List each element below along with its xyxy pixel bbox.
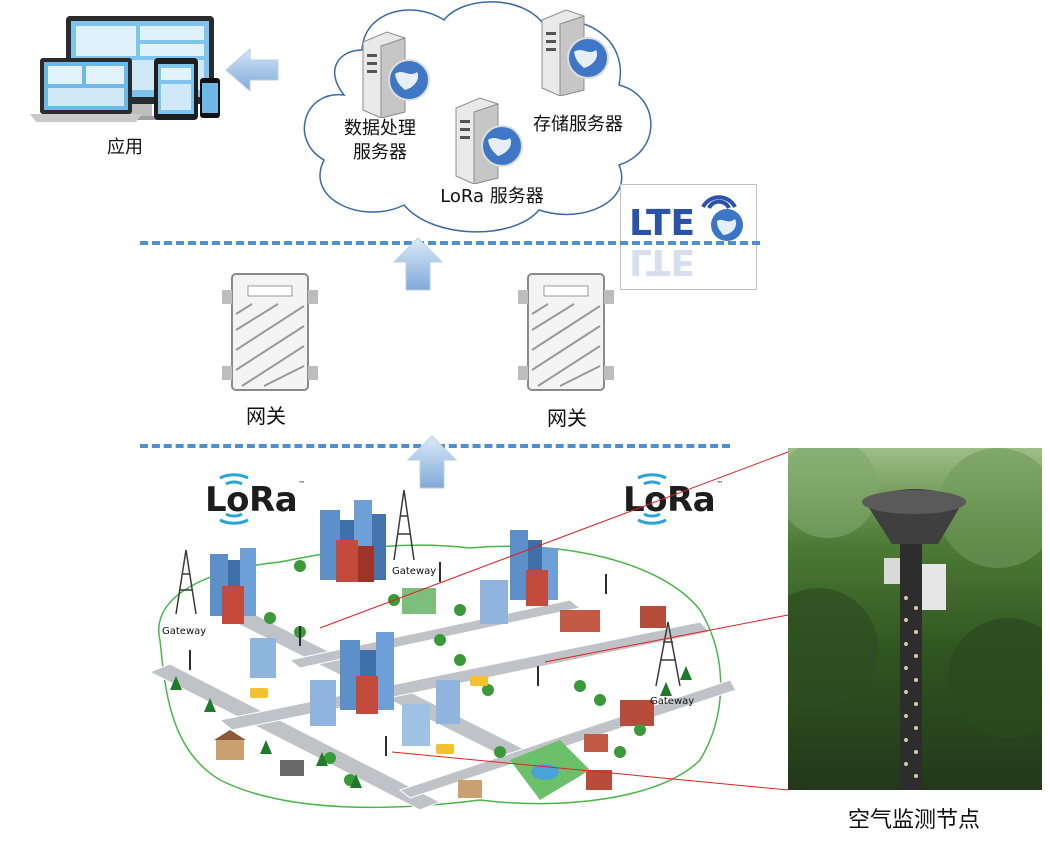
- server-storage-icon: [541, 9, 609, 96]
- gateway-box-left-icon: [222, 273, 318, 391]
- city-gateway-label-2: Gateway: [392, 566, 437, 577]
- data-processing-server-label-line1: 数据处理: [344, 118, 416, 139]
- devices-icon: [30, 16, 220, 122]
- up-arrow-cloud-icon: [392, 237, 444, 291]
- lora-right-text: LoRa: [623, 480, 716, 520]
- lte-text: LTE: [629, 203, 696, 244]
- lte-logo-box: LTE LTE: [620, 184, 757, 290]
- lte-globe-icon: [711, 209, 743, 241]
- city-gateway-label-3: Gateway: [650, 696, 695, 707]
- city-gateway-label-1: Gateway: [162, 626, 207, 637]
- lora-right-tm: ™: [716, 480, 723, 488]
- server-lora-icon: [455, 97, 523, 184]
- left-arrow-icon: [225, 47, 279, 93]
- air-node-pole-icon: [788, 448, 1042, 790]
- lora-left-tm: ™: [298, 480, 305, 488]
- lora-left-text: LoRa: [205, 480, 298, 520]
- data-processing-server-label-line2: 服务器: [353, 142, 407, 163]
- lora-right-logo: LoRa™: [623, 480, 723, 520]
- lora-left-logo: LoRa™: [205, 480, 305, 520]
- storage-server-label: 存储服务器: [533, 114, 623, 135]
- lora-server-label: LoRa 服务器: [440, 186, 544, 207]
- server-data-processing-icon: [362, 31, 430, 118]
- gateway-right-label: 网关: [547, 406, 587, 430]
- lte-signal-icon: [701, 195, 737, 210]
- cloud-layer-divider: [140, 241, 760, 245]
- gateway-left-label: 网关: [246, 404, 286, 428]
- lora-left-signal-icon: [219, 473, 249, 525]
- gateway-box-right-icon: [518, 273, 614, 391]
- app-label: 应用: [107, 137, 143, 158]
- lora-right-signal-icon: [637, 473, 667, 525]
- application-devices: [28, 12, 248, 124]
- up-arrow-gateway-icon: [406, 435, 458, 489]
- city-illustration: [148, 490, 737, 811]
- air-node-label: 空气监测节点: [847, 808, 980, 833]
- air-monitoring-node-photo: [788, 448, 1042, 790]
